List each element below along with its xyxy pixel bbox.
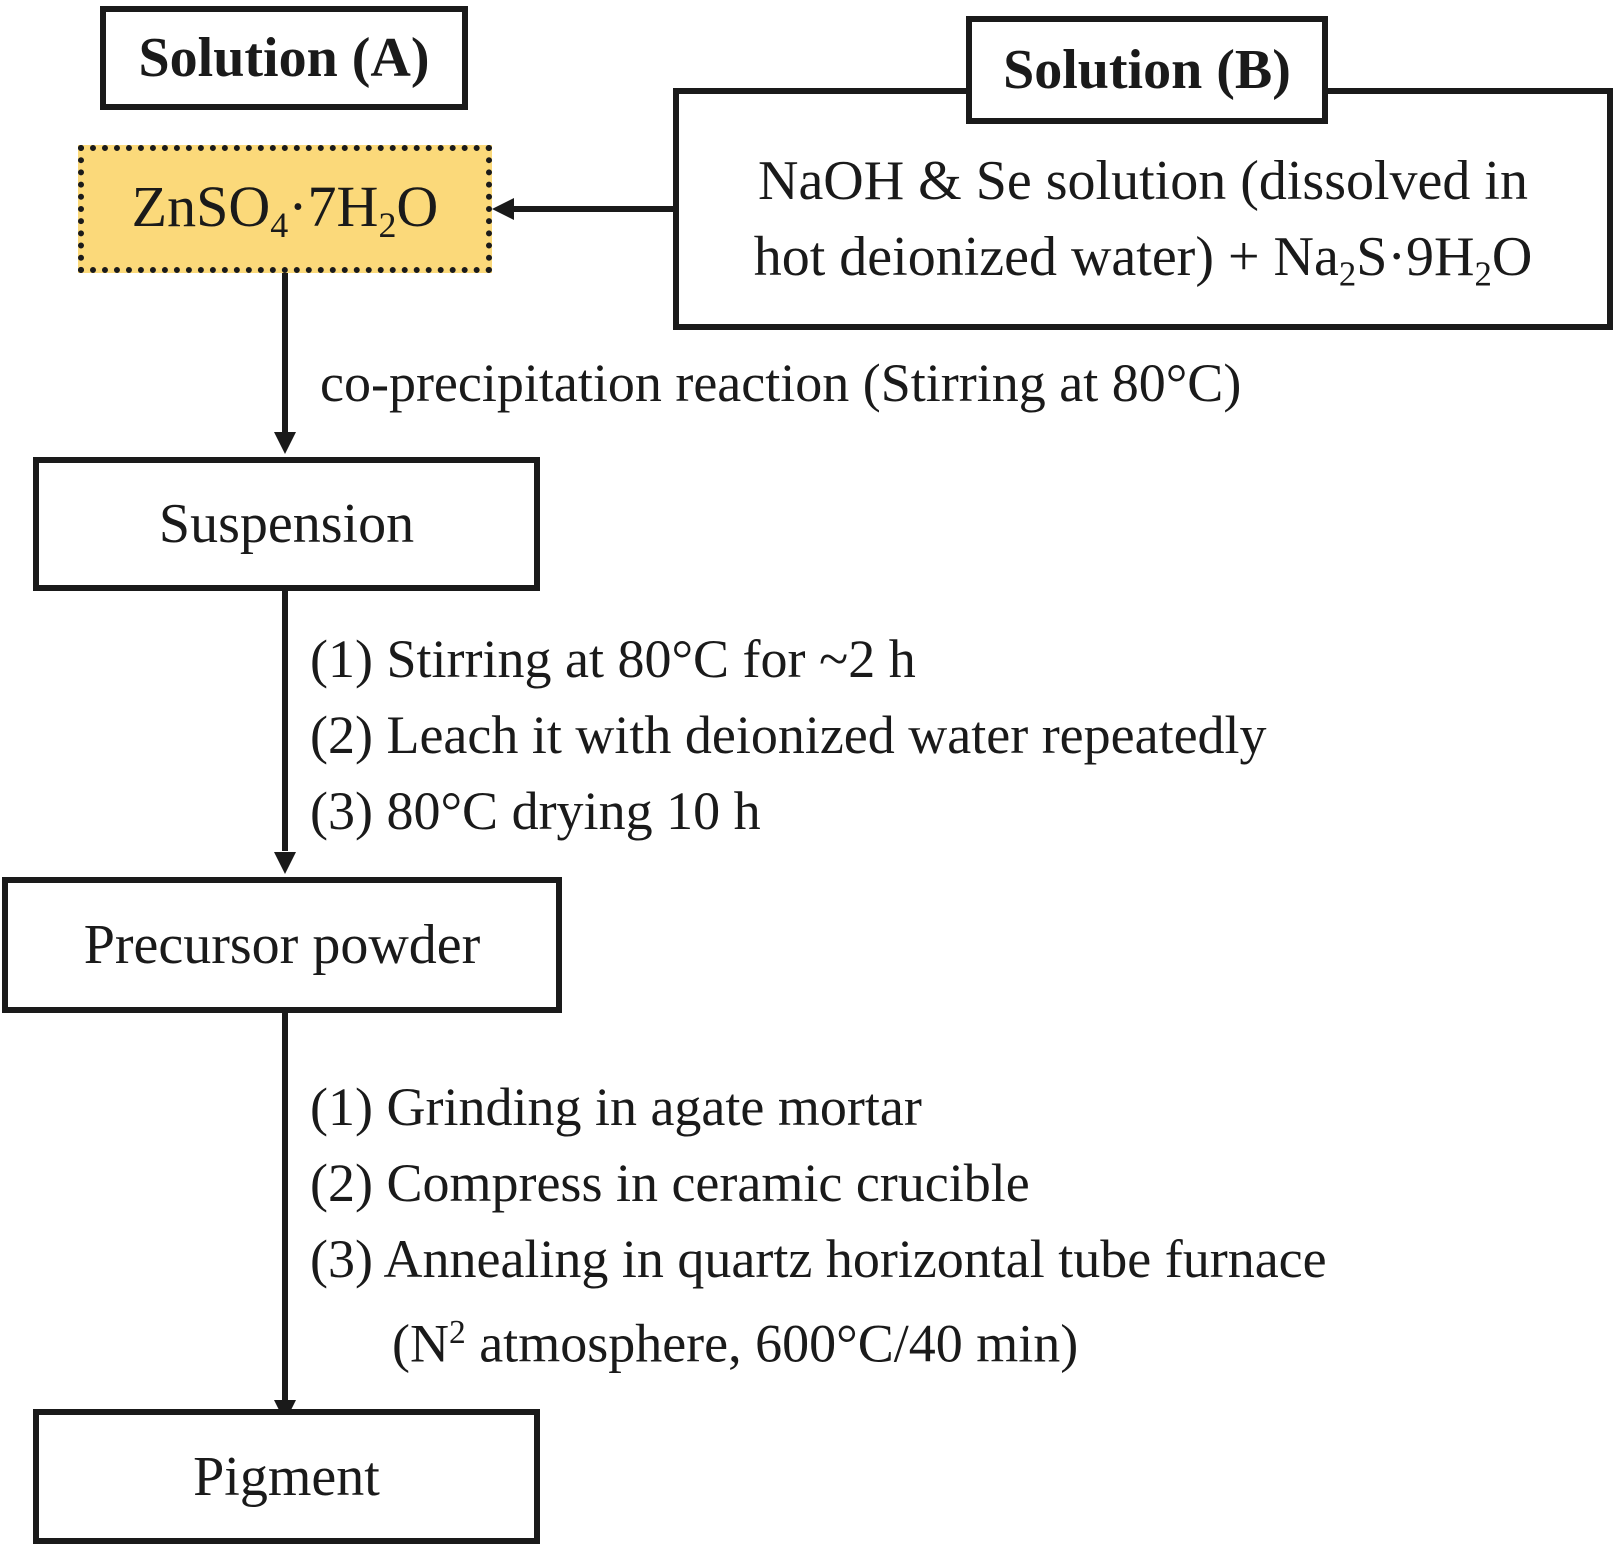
suspension-box: Suspension — [33, 457, 540, 591]
solution-b-line2: hot deionized water) + Na2S·9H2O — [753, 226, 1533, 294]
arrow-b-to-a-head — [492, 198, 514, 220]
solution-b-label: Solution (B) — [966, 16, 1328, 124]
step2-item-2: (2) Leach it with deionized water repeat… — [310, 705, 1267, 765]
step1-label: co-precipitation reaction (Stirring at 8… — [320, 353, 1242, 413]
arrow-a-to-suspension-head — [274, 432, 296, 454]
step2-item-1: (1) Stirring at 80°C for ~2 h — [310, 629, 916, 689]
step3-item-2: (2) Compress in ceramic crucible — [310, 1153, 1030, 1213]
precursor-box: Precursor powder — [2, 877, 562, 1013]
arrow-suspension-to-precursor-line — [282, 591, 288, 851]
step2-item-3: (3) 80°C drying 10 h — [310, 781, 761, 841]
step3-note: (N2 atmosphere, 600°C/40 min) — [392, 1313, 1079, 1374]
solution-a-reagent: ZnSO4·7H2O — [78, 145, 492, 273]
arrow-precursor-to-pigment-line — [282, 1013, 288, 1403]
pigment-box: Pigment — [33, 1409, 540, 1544]
solution-a-label: Solution (A) — [100, 6, 468, 110]
arrow-suspension-to-precursor-head — [274, 852, 296, 874]
solution-b-line1: NaOH & Se solution (dissolved in — [758, 150, 1528, 213]
solution-b-content: NaOH & Se solution (dissolved in hot dei… — [673, 88, 1613, 330]
step3-item-3: (3) Annealing in quartz horizontal tube … — [310, 1229, 1327, 1289]
arrow-a-to-suspension-line — [282, 273, 288, 433]
arrow-b-to-a-line — [512, 206, 673, 212]
step3-item-1: (1) Grinding in agate mortar — [310, 1077, 922, 1137]
